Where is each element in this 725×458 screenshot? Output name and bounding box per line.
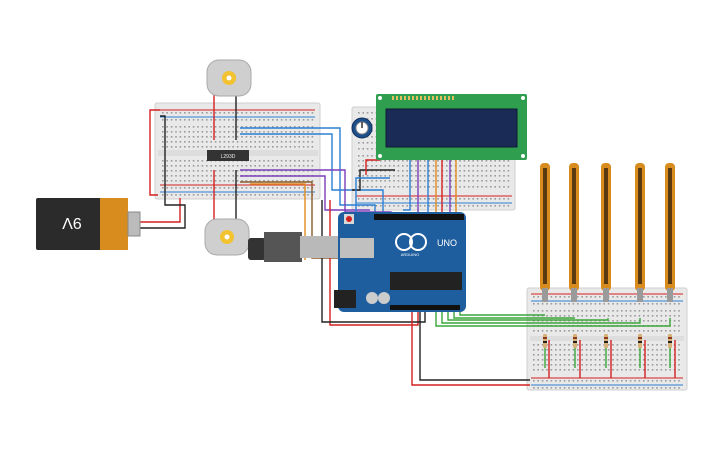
driver-chip-label: L293D [221,154,236,160]
usb-cable-icon [248,232,342,262]
resistor [638,334,642,348]
arduino-model-label: UNO [437,238,457,248]
flex-sensor [569,163,579,302]
motor-driver-chip: L293D [207,150,249,161]
battery-label: 9V [62,214,82,231]
resistors [543,334,672,348]
lcd-display [376,94,527,160]
resistor [668,334,672,348]
battery-9v: 9V [36,198,141,250]
arduino-uno-board: ARDUINO UNO [334,212,466,312]
arduino-brand-label: ARDUINO [401,252,419,257]
dc-motor-icon [204,218,250,256]
lcd-pins [392,96,454,100]
wires [140,95,676,386]
resistor [573,334,577,348]
reset-button-icon[interactable] [346,216,352,222]
breadboard-holes [162,112,314,196]
flex-sensor [540,163,550,302]
resistor [543,334,547,348]
flex-sensor [601,163,611,302]
flex-sensor [635,163,645,302]
dc-motor-icon [206,59,252,97]
potentiometer-icon[interactable] [351,117,373,139]
resistor [604,334,608,348]
flex-sensors [540,163,675,302]
flex-sensor [665,163,675,302]
